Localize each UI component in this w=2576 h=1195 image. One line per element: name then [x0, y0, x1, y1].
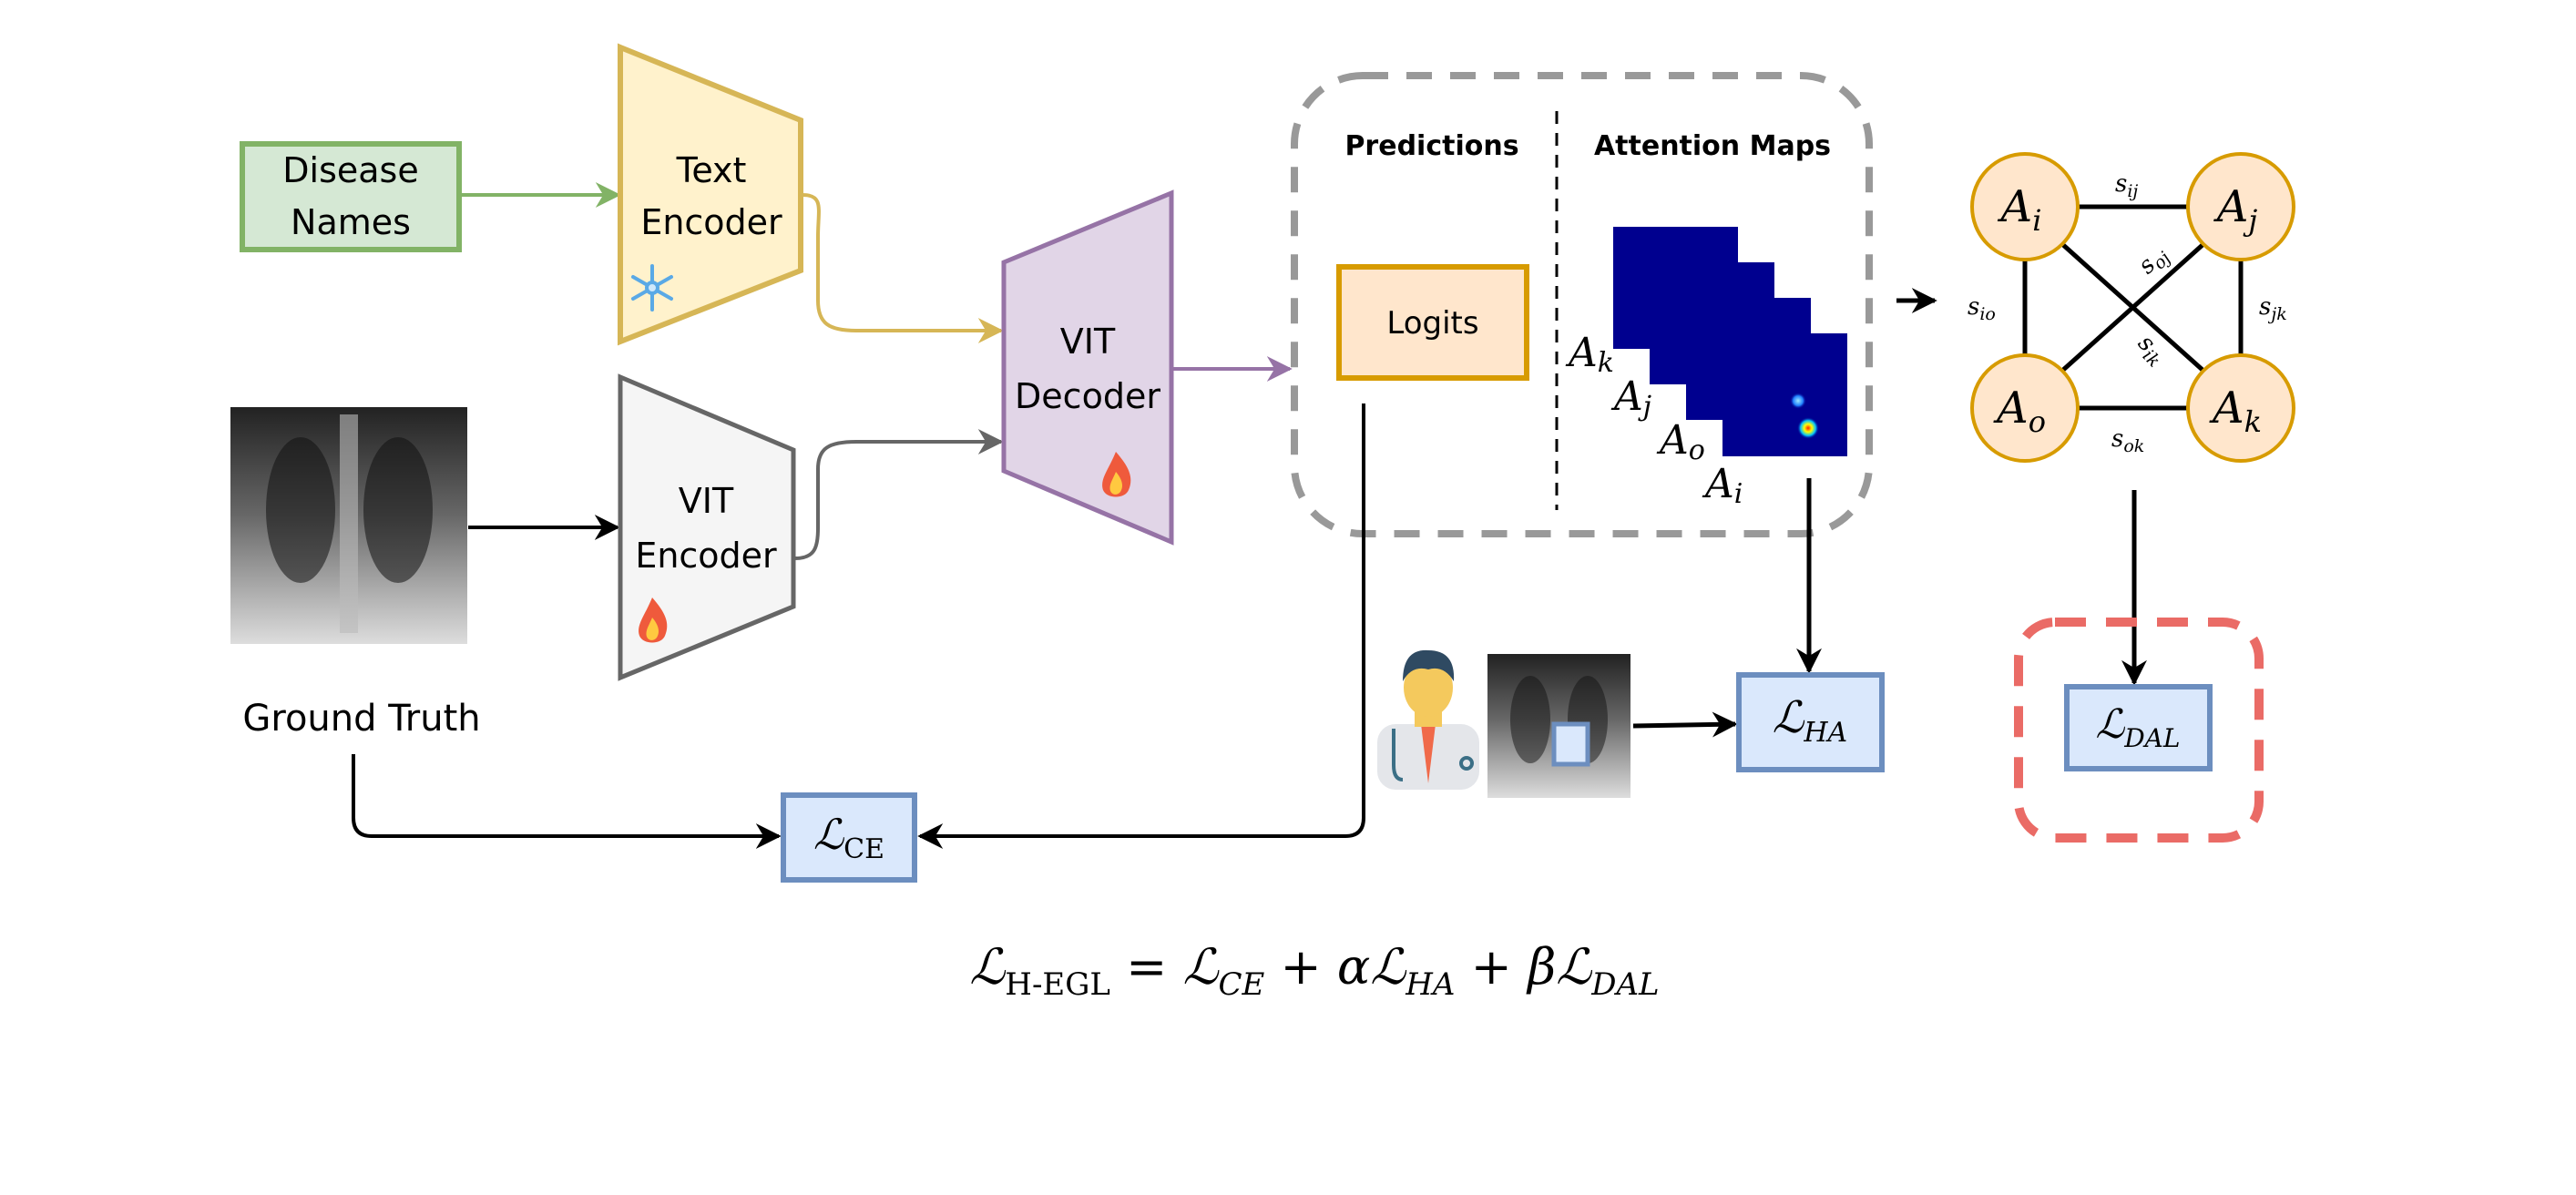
vit-decoder: VIT Decoder [1001, 189, 1174, 546]
edge-label-ij: sij [2115, 170, 2138, 201]
node-k [2186, 353, 2295, 463]
snowflake-icon [631, 264, 673, 312]
annotated-xray-image [1487, 654, 1630, 798]
total-loss-formula: ℒH-EGL = ℒCE + αℒHA + βℒDAL [969, 938, 1659, 1003]
attention-map-i [1722, 333, 1847, 456]
node-o [1970, 353, 2080, 463]
node-i-label: Ai [1998, 181, 2042, 238]
vit-decoder-label-line1: VIT [1060, 322, 1116, 362]
node-j [2186, 152, 2295, 261]
attention-hotspot [1797, 417, 1819, 439]
ha-loss-label: ℒHA [1773, 692, 1847, 749]
map-label-o: Ao [1656, 417, 1705, 466]
vit-encoder: VIT Encoder [618, 373, 796, 681]
attention-maps-label: Attention Maps [1594, 130, 1831, 162]
logits-label: Logits [1386, 305, 1478, 342]
ce-loss-box: ℒCE [781, 792, 917, 883]
dal-loss-label: ℒDAL [2096, 701, 2181, 753]
text-encoder: Text Encoder [618, 43, 803, 346]
disease-names-label-line2: Names [291, 202, 411, 242]
attention-map-stack: Ak Aj Ao Ai [1565, 227, 1847, 510]
text-encoder-label-line2: Encoder [640, 202, 782, 242]
dal-highlight-box [2014, 618, 2264, 843]
node-o-label: Ao [1993, 383, 2046, 439]
node-k-label: Ak [2209, 383, 2262, 439]
expert-bounding-box [1551, 721, 1590, 767]
fire-icon [1102, 452, 1131, 497]
attention-graph: Ai Aj Ao Ak sij sio sjk sok soj sik [1968, 152, 2295, 463]
disease-names-label-line1: Disease [282, 150, 418, 190]
logits-box: Logits [1336, 264, 1529, 381]
map-label-j: Aj [1610, 373, 1651, 423]
predictions-label: Predictions [1344, 130, 1518, 162]
ha-loss-box: ℒHA [1736, 672, 1885, 772]
attention-hotspot [1790, 393, 1806, 409]
disease-names-box: Disease Names [240, 141, 462, 252]
edge-ik [2060, 242, 2205, 373]
fire-icon [639, 598, 668, 643]
ce-loss-label: ℒCE [813, 810, 884, 865]
node-j-label: Aj [2213, 181, 2258, 238]
dal-loss-box: ℒDAL [2064, 684, 2213, 771]
vit-encoder-label-line2: Encoder [635, 536, 777, 576]
arrow-logits-to-ce-loss [917, 403, 1365, 849]
arrow-ground-truth-to-ce-loss [352, 754, 782, 849]
outputs-container: Predictions Attention Maps Logits Ak Aj … [1291, 72, 1873, 537]
vit-encoder-label-line1: VIT [679, 481, 734, 521]
edge-label-ok: sok [2111, 425, 2144, 456]
doctor-icon [1377, 649, 1479, 790]
map-label-k: Ak [1565, 330, 1614, 379]
arrow-text-encoder-to-decoder [802, 193, 1004, 343]
ground-truth-label: Ground Truth [242, 698, 480, 740]
chest-xray-image [230, 407, 467, 644]
node-i [1970, 152, 2080, 261]
text-encoder-label-line1: Text [676, 150, 747, 190]
edge-label-io: sio [1968, 293, 1996, 324]
vit-decoder-label-line2: Decoder [1015, 376, 1160, 416]
edge-label-jk: sjk [2259, 293, 2287, 324]
arrow-vit-encoder-to-decoder [794, 429, 1004, 560]
map-label-i: Ai [1702, 461, 1743, 510]
arrow-annotation-to-ha-loss [1632, 711, 1738, 738]
